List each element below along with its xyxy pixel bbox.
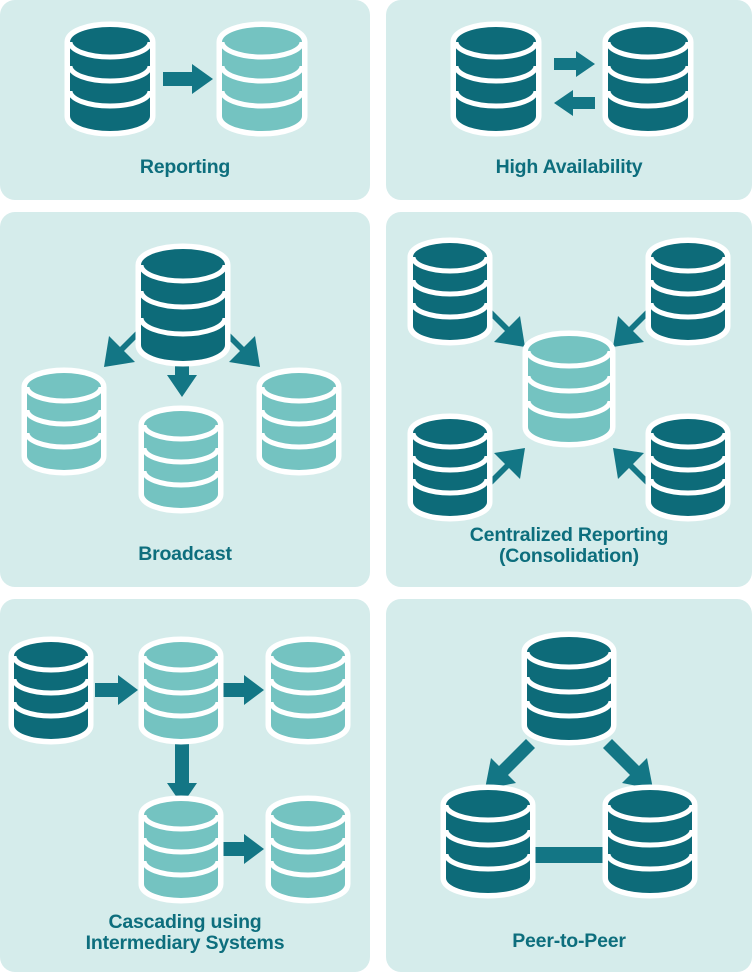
caption-line: High Availability — [495, 156, 643, 178]
panel-caption-reporting: Reporting — [0, 157, 370, 178]
panel-caption-centralized-reporting: Centralized Reporting (Consolidation) — [386, 525, 752, 567]
database-source-top-left-icon — [407, 237, 493, 346]
database-source-top-right-icon — [645, 237, 731, 346]
arrow-top-left-to-center — [488, 310, 525, 347]
panel-caption-peer-to-peer: Peer-to-Peer — [386, 931, 752, 952]
caption-line: Cascading using — [108, 911, 262, 933]
arrow-bottom-left-to-center — [488, 448, 525, 485]
arrow-source-to-target — [163, 64, 213, 94]
database-source-icon — [135, 243, 231, 367]
cascading-diagram — [0, 599, 370, 972]
caption-line: Peer-to-Peer — [512, 930, 626, 952]
database-target-icon — [216, 21, 308, 137]
arrow-top-to-bottom-left — [485, 739, 535, 789]
database-target-center-icon — [138, 405, 224, 514]
arrow-bottom-right-to-center — [613, 448, 650, 485]
peer-to-peer-diagram — [386, 599, 752, 972]
database-peer-left-icon — [450, 21, 542, 137]
database-target-center-icon — [522, 330, 616, 448]
panel-high-availability[interactable]: High Availability — [386, 0, 752, 200]
arrow-bottom-left-to-bottom-right — [504, 839, 634, 871]
arrow-right-to-left — [554, 90, 595, 116]
arrow-intermediary-to-target — [221, 675, 264, 705]
caption-line: (Consolidation) — [499, 545, 639, 567]
database-source-icon — [64, 21, 156, 137]
panel-caption-cascading: Cascading using Intermediary Systems — [0, 912, 370, 954]
caption-line: Intermediary Systems — [85, 932, 285, 954]
database-target-right-icon — [256, 367, 342, 476]
database-source-bottom-left-icon — [407, 413, 493, 522]
panel-caption-high-availability: High Availability — [386, 157, 752, 178]
database-intermediary-2-icon — [138, 795, 224, 904]
panel-caption-broadcast: Broadcast — [0, 544, 370, 565]
centralized-reporting-diagram — [386, 212, 752, 587]
database-source-bottom-right-icon — [645, 413, 731, 522]
database-target-left-icon — [21, 367, 107, 476]
broadcast-diagram — [0, 212, 370, 587]
panel-broadcast[interactable]: Broadcast — [0, 212, 370, 587]
database-source-icon — [8, 636, 94, 745]
arrow-intermediary2-to-target2 — [221, 834, 264, 864]
arrow-source-to-target-center — [167, 340, 197, 397]
caption-line: Broadcast — [138, 543, 232, 565]
arrow-source-to-target-left — [104, 330, 141, 367]
database-peer-right-icon — [602, 21, 694, 137]
arrow-source-to-target-right — [223, 330, 260, 367]
panel-reporting[interactable]: Reporting — [0, 0, 370, 200]
reporting-diagram — [0, 0, 370, 200]
arrow-source-to-intermediary — [95, 675, 138, 705]
database-peer-bottom-right-icon — [602, 784, 698, 899]
panel-centralized-reporting[interactable]: Centralized Reporting (Consolidation) — [386, 212, 752, 587]
panel-peer-to-peer[interactable]: Peer-to-Peer — [386, 599, 752, 972]
database-peer-bottom-left-icon — [440, 784, 536, 899]
database-target-1-icon — [265, 636, 351, 745]
arrow-top-right-to-center — [613, 310, 650, 347]
arrow-top-to-bottom-right — [603, 739, 653, 789]
caption-line: Reporting — [139, 156, 231, 178]
arrow-intermediary-down — [167, 744, 197, 805]
database-intermediary-1-icon — [138, 636, 224, 745]
database-target-2-icon — [265, 795, 351, 904]
high-availability-diagram — [386, 0, 752, 200]
arrow-left-to-right — [554, 51, 595, 77]
database-peer-top-icon — [521, 631, 617, 746]
panel-cascading[interactable]: Cascading using Intermediary Systems — [0, 599, 370, 972]
caption-line: Centralized Reporting — [469, 524, 669, 546]
